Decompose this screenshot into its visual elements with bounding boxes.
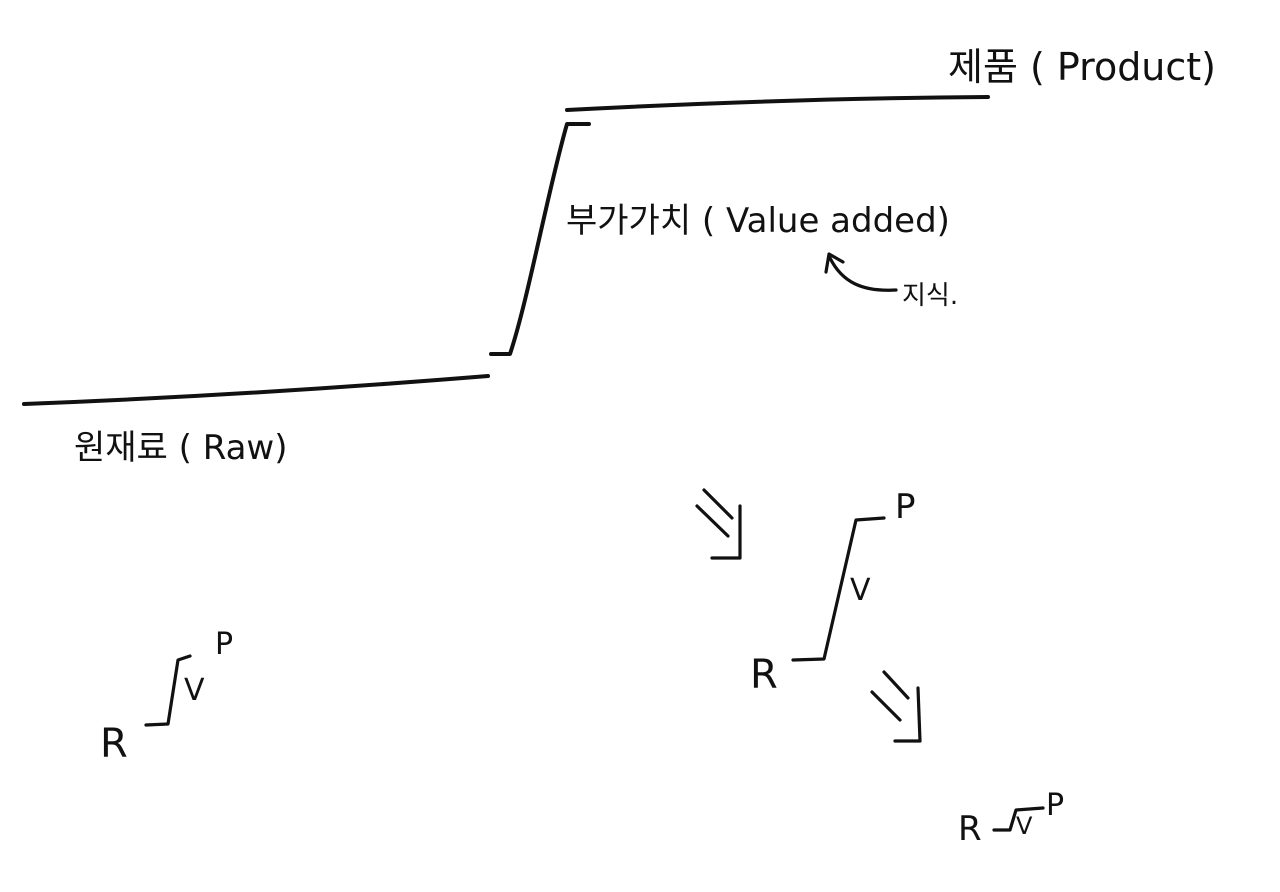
transition-arrow-upper	[695, 488, 742, 560]
value-added-label: 부가가치 ( Value added)	[566, 201, 950, 241]
mini-large-v: V	[850, 573, 871, 608]
mini-step-large: R V P	[750, 487, 916, 698]
mini-tiny-r: R	[958, 809, 982, 849]
raw-baseline	[22, 374, 490, 406]
raw-label: 원재료 ( Raw)	[74, 428, 288, 468]
mini-small-v: V	[184, 673, 205, 708]
mini-tiny-p: P	[1046, 788, 1064, 823]
step-riser	[489, 122, 591, 356]
mini-step-tiny: R V P	[958, 788, 1064, 849]
mini-small-r: R	[100, 721, 128, 767]
mini-small-p: P	[215, 627, 233, 662]
product-label: 제품 ( Product)	[948, 45, 1216, 89]
mini-tiny-v: V	[1016, 812, 1033, 840]
main-step-curve	[22, 95, 990, 406]
knowledge-arrow	[824, 252, 898, 292]
mini-large-r: R	[750, 652, 778, 698]
knowledge-label: 지식.	[902, 281, 958, 311]
mini-large-p: P	[895, 487, 916, 527]
mini-step-small: R V P	[100, 627, 233, 767]
product-topline	[565, 95, 990, 112]
transition-arrow-lower	[870, 670, 922, 743]
